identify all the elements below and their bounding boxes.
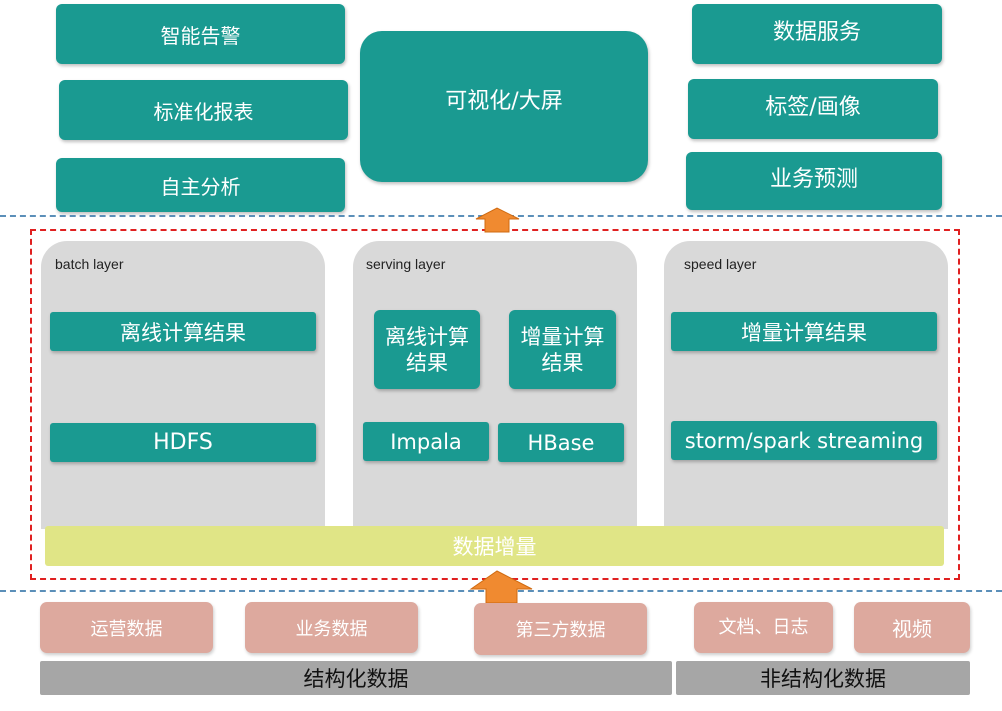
batch-offline-result: 离线计算结果 — [50, 312, 316, 351]
source-operation-data: 运营数据 — [40, 602, 213, 653]
app-tag-profile: 标签/画像 — [688, 79, 938, 139]
serving-offline-result: 离线计算 结果 — [374, 310, 480, 389]
data-increment-bar: 数据增量 — [45, 526, 944, 566]
batch-hdfs: HDFS — [50, 423, 316, 462]
app-self-analysis: 自主分析 — [56, 158, 345, 212]
speed-layer-panel — [664, 241, 948, 529]
app-business-forecast: 业务预测 — [686, 152, 942, 210]
batch-layer-title: batch layer — [55, 256, 124, 272]
arrow-up-icon — [469, 570, 533, 604]
app-visualization-screen: 可视化/大屏 — [360, 31, 648, 182]
source-video: 视频 — [854, 602, 970, 653]
source-docs-logs: 文档、日志 — [694, 602, 833, 653]
speed-increment-result: 增量计算结果 — [671, 312, 937, 351]
unstructured-data-label: 非结构化数据 — [676, 661, 970, 695]
serving-hbase: HBase — [498, 423, 624, 462]
serving-impala: Impala — [363, 422, 489, 461]
speed-layer-title: speed layer — [684, 256, 757, 272]
structured-data-label: 结构化数据 — [40, 661, 672, 695]
arrow-up-icon — [475, 207, 520, 233]
app-standard-report: 标准化报表 — [59, 80, 348, 140]
source-third-party-data: 第三方数据 — [474, 603, 647, 655]
app-smart-alert: 智能告警 — [56, 4, 345, 64]
source-business-data: 业务数据 — [245, 602, 418, 653]
batch-layer-panel — [41, 241, 325, 529]
serving-increment-result: 增量计算 结果 — [509, 310, 616, 389]
app-data-service: 数据服务 — [692, 4, 942, 64]
speed-streaming: storm/spark streaming — [671, 421, 937, 460]
serving-layer-title: serving layer — [366, 256, 446, 272]
